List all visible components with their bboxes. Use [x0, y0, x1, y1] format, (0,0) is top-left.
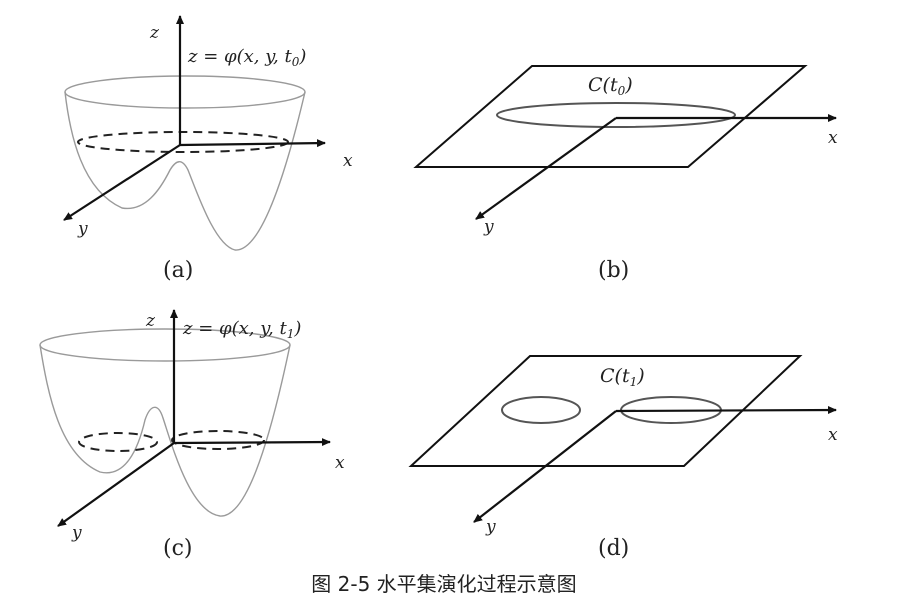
contour-ring — [496, 102, 736, 128]
contour-ring-left — [501, 396, 581, 424]
x-axis-label: x — [343, 151, 353, 171]
surface-profile — [64, 91, 306, 251]
level-plane — [408, 355, 803, 467]
y-axis-label: y — [77, 219, 88, 239]
z-axis-label: z — [145, 311, 156, 331]
level-plane — [413, 65, 808, 168]
level-contour-left — [78, 432, 158, 452]
equation-label: z = φ(x, y, t1) — [182, 318, 301, 341]
x-axis-label: x — [828, 128, 838, 148]
y-axis — [473, 410, 617, 523]
panel-c: z x y z = φ(x, y, t1) (c) — [39, 309, 345, 561]
caption-b: (b) — [598, 258, 629, 283]
panel-a: z x y z = φ(x, y, t0) (a) — [63, 15, 353, 283]
x-axis-label: x — [828, 425, 838, 445]
caption-d: (d) — [598, 536, 629, 561]
x-axis-label: x — [335, 453, 345, 473]
caption-c: (c) — [163, 536, 193, 561]
y-axis — [63, 144, 181, 221]
equation-label: z = φ(x, y, t0) — [187, 46, 306, 69]
z-axis-label: z — [149, 23, 160, 43]
surface-profile — [39, 344, 291, 517]
panel-d: x y C(t1) (d) — [408, 355, 838, 561]
caption-a: (a) — [163, 258, 193, 283]
y-axis-label: y — [485, 517, 496, 537]
y-axis-label: y — [483, 217, 494, 237]
level-contour-right — [171, 430, 265, 450]
x-axis — [179, 139, 326, 148]
x-axis — [173, 438, 331, 447]
surface-rim — [64, 75, 306, 109]
contour-label: C(t0) — [588, 74, 633, 98]
panel-b: x y C(t0) (b) — [413, 65, 838, 283]
figure-title: 图 2-5 水平集演化过程示意图 — [311, 572, 576, 596]
contour-label: C(t1) — [600, 365, 645, 389]
level-contour-dashed — [77, 131, 289, 153]
y-axis — [57, 442, 175, 527]
y-axis-label: y — [71, 523, 82, 543]
y-axis — [475, 117, 617, 220]
x-axis — [615, 406, 837, 415]
